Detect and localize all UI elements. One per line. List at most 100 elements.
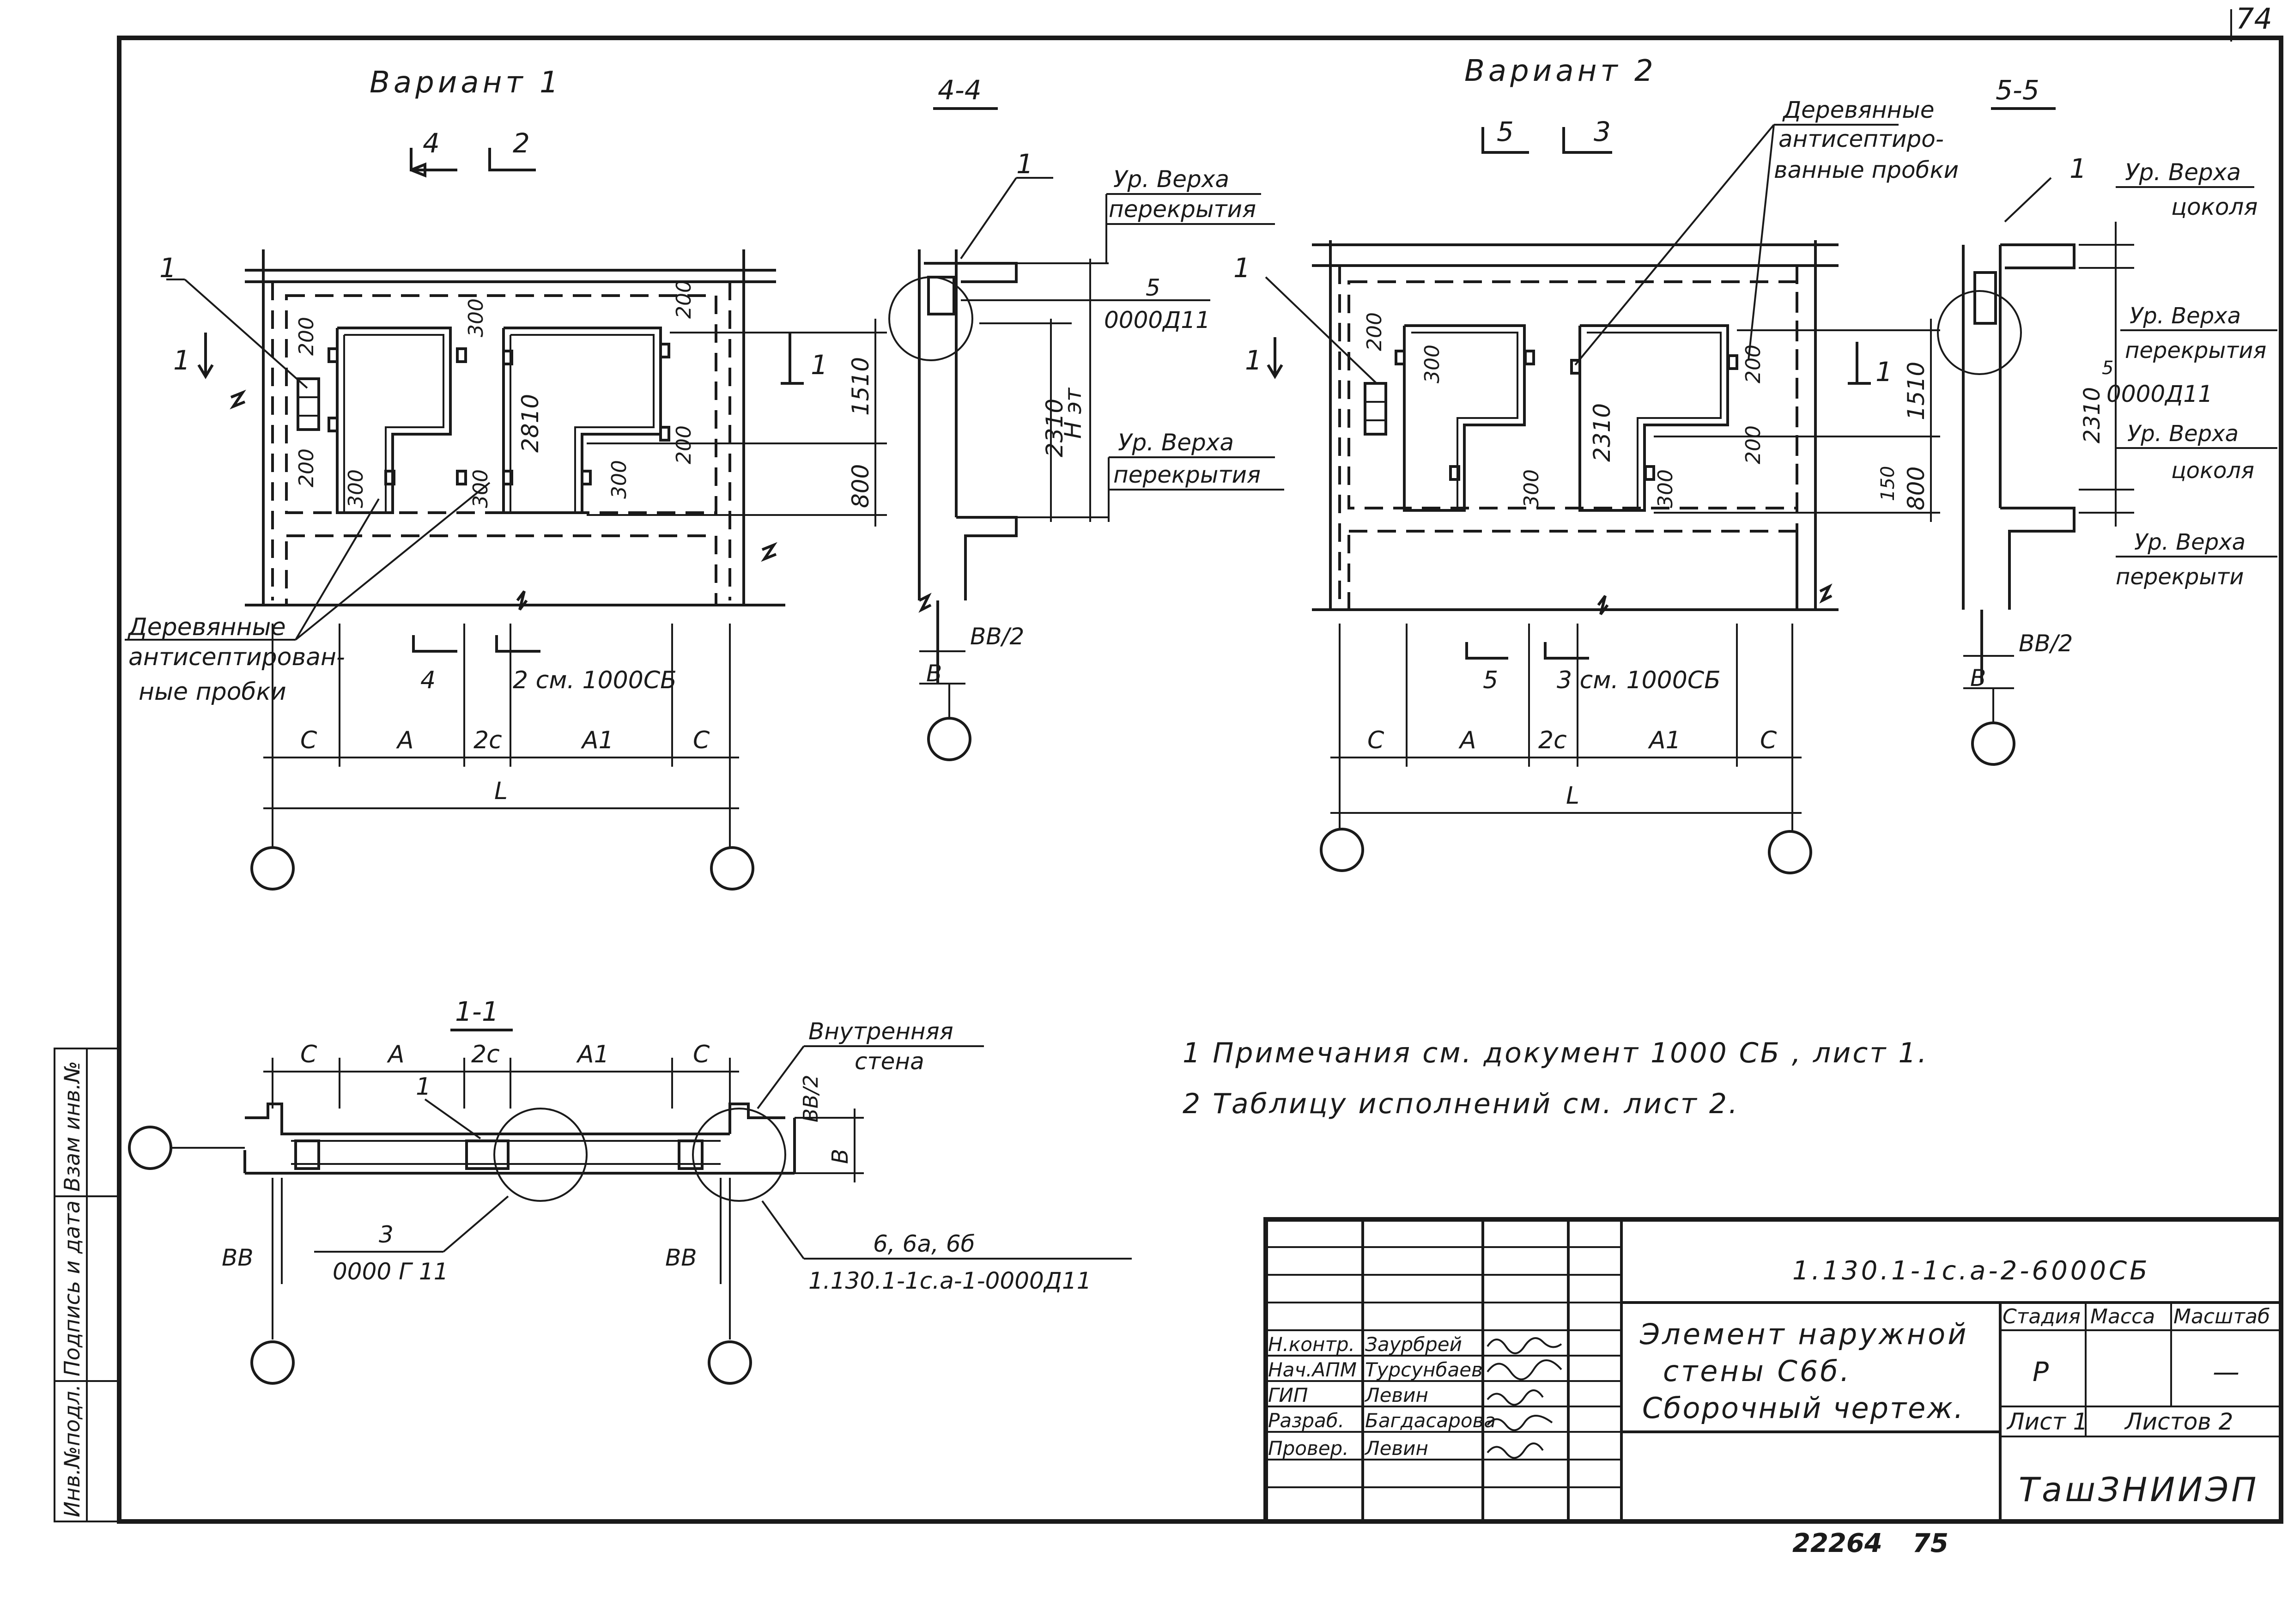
svg-text:А: А [396,727,414,754]
dim-150-v2: 150 [1877,466,1899,501]
variant2-panel [1312,240,1839,615]
section-arrow-1-left: 1 [173,333,214,379]
section-5-5-leader-1 [2004,177,2052,223]
axis-bubble-v2-right [1768,830,1812,874]
section-4-4-dim-2310: 2310 [1041,399,1068,457]
section-1-1-ref-6-leader [761,1200,805,1260]
signature-1 [1487,1337,1562,1354]
title-line-3: Сборочный чертеж. [1642,1391,1965,1425]
sheet-number: 74 [2236,2,2272,36]
sheet-frame [117,36,2283,1524]
section-1-1-ref-3-code: 0000 Г 11 [333,1258,449,1285]
dim-300-c: 300 [469,469,492,508]
section-marker-3-top: 3 [1562,116,1612,154]
variant2-plug-leader-a [1574,124,1775,366]
axis-bubble-v1-left [250,846,295,891]
svg-text:2 см. 1000СБ: 2 см. 1000СБ [513,667,677,694]
svg-text:5: 5 [1497,116,1514,147]
plug-leader-b [295,482,491,641]
svg-text:2с: 2с [473,727,502,754]
svg-text:L: L [494,777,508,805]
section-5-5-drawing [1962,243,2076,684]
sig-row-3-name: Левин [1364,1384,1428,1406]
section-marker-2-bottom: 2 см. 1000СБ [495,635,677,694]
section-5-5-level-2b: перекрытия [2125,338,2266,364]
tb-organization: ТашЗНИИЭП [2019,1470,2259,1509]
variant2-plug-label-3: ванные пробки [1774,157,1959,183]
section-arrow-1-right-v2: 1 [1848,342,1893,388]
section-4-4-ref-5: 5 [1146,274,1160,301]
dim-chain-variant1: С А 2с А1 С L [263,624,739,854]
svg-text:4: 4 [420,667,436,694]
section-1-1-leader-1 [424,1098,481,1139]
dim-200-v2-c: 200 [1742,425,1765,464]
section-5-5-callout-1: 1 [2069,153,2087,184]
tb-stage-value: Р [2033,1356,2049,1388]
dim-200-c: 200 [295,448,318,487]
dim-300-b: 300 [344,469,368,508]
section-4-4-level-bot-2: перекрытия [1113,461,1261,488]
svg-text:3 см. 1000СБ: 3 см. 1000СБ [1557,667,1721,694]
svg-text:С: С [1760,727,1777,754]
title-line-1: Элемент наружной [1639,1317,1969,1351]
svg-text:3: 3 [1594,116,1611,147]
title-block [1263,1217,2283,1524]
section-4-4-drawing [918,249,1018,684]
section-4-4-title: 4-4 [938,74,982,106]
svg-text:С: С [693,727,710,754]
section-1-1-bb-left: ВВ [222,1244,254,1271]
svg-text:2с: 2с [1538,727,1567,754]
note-2: 2 Таблицу исполнений см. лист 2. [1183,1088,1739,1120]
sig-row-2-role: Нач.АПМ [1268,1358,1357,1381]
section-1-1-ref-3: 3 [379,1221,394,1248]
sig-row-1-role: Н.контр. [1268,1333,1355,1356]
svg-text:L: L [1566,782,1579,810]
svg-text:С: С [1367,727,1384,754]
margin-label-signature: Подпись и дата [60,1200,85,1376]
variant1-leader-1 [184,279,308,389]
axis-bubble-section-4-4 [927,717,971,761]
variant1-panel [230,249,785,611]
section-5-5-level-1b: цоколя [2171,194,2258,220]
svg-text:А1: А1 [581,727,614,754]
section-marker-3-bottom: 3 см. 1000СБ [1544,642,1721,694]
section-4-4-ref-code: 0000Д11 [1104,307,1210,333]
axis-bubble-v2-left [1320,828,1364,872]
axis-bubble-section-1-1-left [250,1340,295,1385]
section-4-4-b: В [926,660,942,687]
dim-1510-v2: 1510 [1903,362,1930,420]
section-5-5-level-3a: Ур. Верха [2127,421,2239,447]
signature-4 [1487,1415,1553,1431]
section-1-1-b: В [827,1149,853,1164]
section-4-4-level-top-1: Ур. Верха [1113,166,1229,193]
section-marker-4-top: 4 [410,127,457,178]
plug-label-line3: ные пробки [139,678,286,706]
svg-text:1: 1 [1875,356,1893,388]
plug-leader-a [295,498,380,641]
section-1-1-bb2: ВВ/2 [799,1075,823,1122]
margin-label-vzam: Взам инв.№ [60,1061,85,1192]
section-1-1-inner-wall-leader [757,1045,805,1109]
dim-800-v1: 800 [847,464,874,508]
sig-row-4-role: Разраб. [1268,1409,1344,1432]
plug-label-line1: Деревянные [127,613,286,641]
svg-text:А: А [387,1041,405,1068]
svg-text:2с: 2с [471,1041,500,1068]
section-4-4-detail-circle [888,276,973,361]
title-line-2: стены С6б. [1663,1354,1851,1388]
section-5-5-ref-5: 5 [2102,358,2113,379]
footer-page: 75 [1912,1528,1948,1558]
dim-300-a: 300 [464,298,488,337]
margin-label-inv-orig: Инв.№подл. [60,1384,85,1517]
section-5-5-detail-circle [1937,290,2022,375]
svg-text:1: 1 [1245,345,1262,376]
variant1-callout-1: 1 [159,252,176,284]
svg-text:С: С [300,1041,317,1068]
sig-row-1-name: Заурбрей [1365,1333,1462,1356]
svg-text:С: С [693,1041,710,1068]
section-4-4-level-bot-1: Ур. Верха [1118,429,1234,456]
signature-5 [1487,1442,1544,1459]
signature-2 [1487,1359,1562,1381]
variant2-callout-1: 1 [1233,252,1250,284]
section-5-5-level-4a: Ур. Верха [2134,529,2245,555]
